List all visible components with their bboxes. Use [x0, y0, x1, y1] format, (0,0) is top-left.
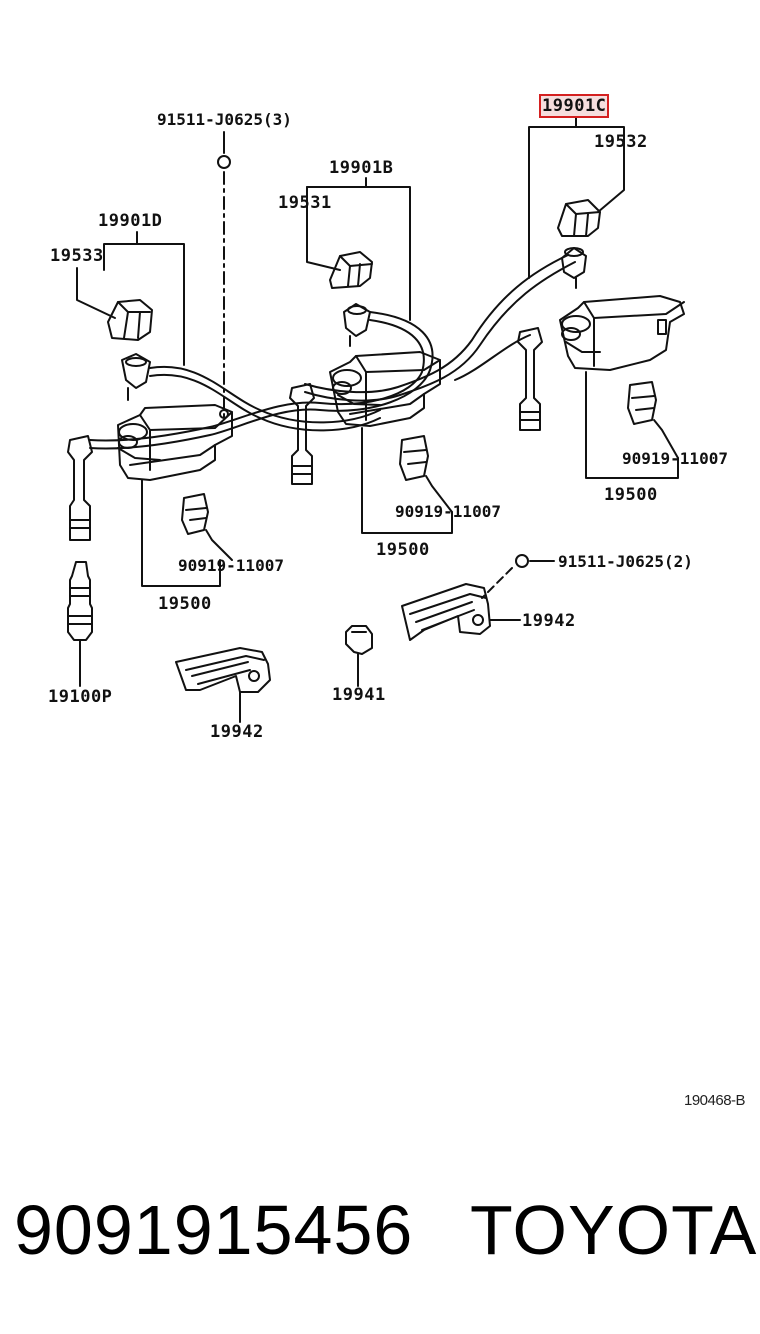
plug-boot-center-right: [517, 327, 543, 431]
ignition-cord-19901c: [304, 254, 576, 402]
label-clip: 19941: [332, 685, 386, 705]
figure-code: 190468-B: [684, 1092, 746, 1109]
label-boot-531: 19531: [278, 193, 332, 213]
connector-right: [627, 381, 679, 459]
bracket-19901b: [306, 177, 411, 321]
spark-plug: [67, 561, 93, 687]
label-coil-left: 19500: [158, 594, 212, 614]
connector-center: [399, 435, 453, 513]
label-sensor-center: 90919-11007: [395, 502, 501, 521]
label-cord-d: 19901D: [98, 211, 163, 231]
label-sensor-left: 90919-11007: [178, 556, 284, 575]
boot-19531: [329, 251, 373, 289]
bolt-top-leader: [217, 131, 231, 421]
label-clamp-right: 19942: [522, 611, 576, 631]
label-boot-533: 19533: [50, 246, 104, 266]
connector-left: [181, 493, 233, 561]
label-clamp-left: 19942: [210, 722, 264, 742]
label-coil-center: 19500: [376, 540, 430, 560]
bracket-19533: [76, 267, 116, 319]
plug-boot-center-left: [289, 383, 315, 485]
label-bolt-right: 91511-J0625(2): [558, 552, 693, 571]
cord-terminal-right: [561, 247, 587, 289]
boot-19532: [557, 199, 601, 237]
label-cord-c[interactable]: 19901C: [538, 94, 610, 118]
ignition-coil-center: [329, 351, 441, 427]
label-cord-b: 19901B: [329, 158, 394, 178]
label-sensor-right: 90919-11007: [622, 449, 728, 468]
bracket-19531: [306, 213, 341, 271]
part-number: 9091915456: [14, 1191, 414, 1269]
cord-terminal-center: [343, 303, 371, 347]
bracket-coil-right: [585, 371, 679, 479]
bracket-19901d: [103, 231, 185, 366]
ignition-coil-left: [117, 404, 233, 481]
brand-name: TOYOTA: [470, 1191, 758, 1269]
cord-terminal-left: [121, 353, 151, 401]
boot-19533: [107, 299, 153, 341]
bracket-coil-center: [361, 427, 453, 534]
highlighted-part[interactable]: 19901C: [538, 94, 610, 118]
label-coil-right: 19500: [604, 485, 658, 505]
clip: [345, 625, 373, 687]
label-bolt-top: 91511-J0625(3): [157, 110, 292, 129]
ignition-cord-19901b: [89, 311, 434, 450]
bracket-19532: [597, 153, 625, 213]
plug-boot-far-left: [67, 435, 93, 541]
clamp-right: [401, 554, 555, 641]
bracket-coil-left: [141, 479, 221, 587]
clamp-left: [175, 647, 271, 723]
label-boot-532: 19532: [594, 132, 648, 152]
bracket-19901c: [528, 115, 625, 279]
label-spark-plug: 19100P: [48, 687, 113, 707]
ignition-coil-right: [559, 295, 685, 371]
